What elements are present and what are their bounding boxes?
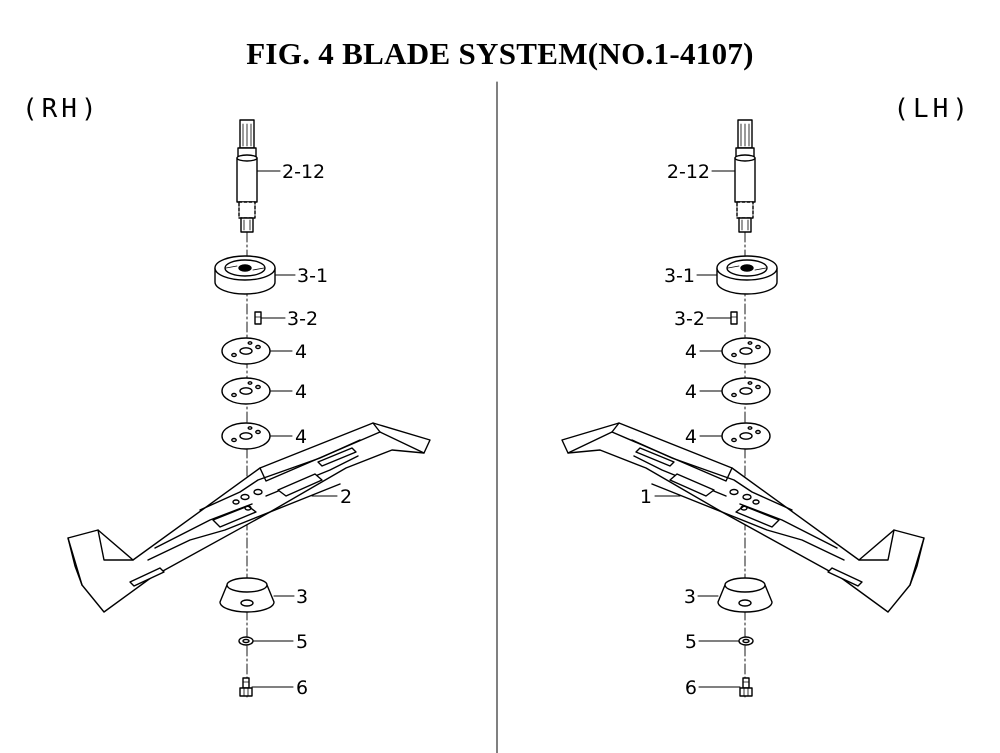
lh-bearing-housing — [716, 255, 778, 295]
lh-callout-bolt: 6 — [685, 677, 697, 699]
rh-spacer-disc-a — [221, 337, 271, 365]
rh-callout-pin: 3-2 — [287, 308, 318, 330]
lh-callout-pin: 3-2 — [674, 308, 705, 330]
lh-assembly: 2-12 3-1 3-2 4 4 4 1 3 5 6 — [561, 119, 925, 701]
lh-washer — [738, 636, 754, 646]
lh-blade-holder — [717, 577, 773, 613]
rh-callout-bearing-housing: 3-1 — [297, 265, 328, 287]
lh-callout-spacer-a: 4 — [685, 341, 697, 363]
rh-callout-spacer-c: 4 — [295, 426, 307, 448]
rh-spacer-disc-b — [221, 377, 271, 405]
lh-pin — [730, 311, 738, 325]
rh-spacer-disc-c — [221, 422, 271, 450]
rh-callout-shaft: 2-12 — [282, 161, 325, 183]
rh-callout-washer: 5 — [296, 631, 308, 653]
figure-title: FIG. 4 BLADE SYSTEM(NO.1-4107) — [246, 36, 754, 71]
rh-spindle-shaft — [236, 119, 258, 233]
rh-callout-bolt: 6 — [296, 677, 308, 699]
rh-bolt — [239, 677, 253, 697]
lh-callout-spacer-c: 4 — [685, 426, 697, 448]
rh-callout-spacer-a: 4 — [295, 341, 307, 363]
lh-callout-blade-holder: 3 — [684, 586, 696, 608]
lh-spacer-disc-a — [721, 337, 771, 365]
rh-washer — [238, 636, 254, 646]
left-hand-side-label: (LH) — [893, 94, 972, 124]
lh-bolt — [739, 677, 753, 697]
right-hand-side-label: (RH) — [22, 94, 101, 124]
lh-callout-bearing-housing: 3-1 — [664, 265, 695, 287]
rh-callout-blade: 2 — [340, 486, 352, 508]
rh-blade-holder — [219, 577, 275, 613]
lh-callout-washer: 5 — [685, 631, 697, 653]
rh-callout-spacer-b: 4 — [295, 381, 307, 403]
lh-callout-blade: 1 — [640, 486, 652, 508]
rh-pin — [254, 311, 262, 325]
lh-spacer-disc-c — [721, 422, 771, 450]
lh-callout-spacer-b: 4 — [685, 381, 697, 403]
rh-callout-blade-holder: 3 — [296, 586, 308, 608]
lh-spacer-disc-b — [721, 377, 771, 405]
lh-spindle-shaft — [734, 119, 756, 233]
lh-callout-shaft: 2-12 — [667, 161, 710, 183]
rh-bearing-housing — [214, 255, 276, 295]
rh-assembly: 2-12 3-1 3-2 4 4 4 2 3 5 6 — [67, 119, 431, 701]
